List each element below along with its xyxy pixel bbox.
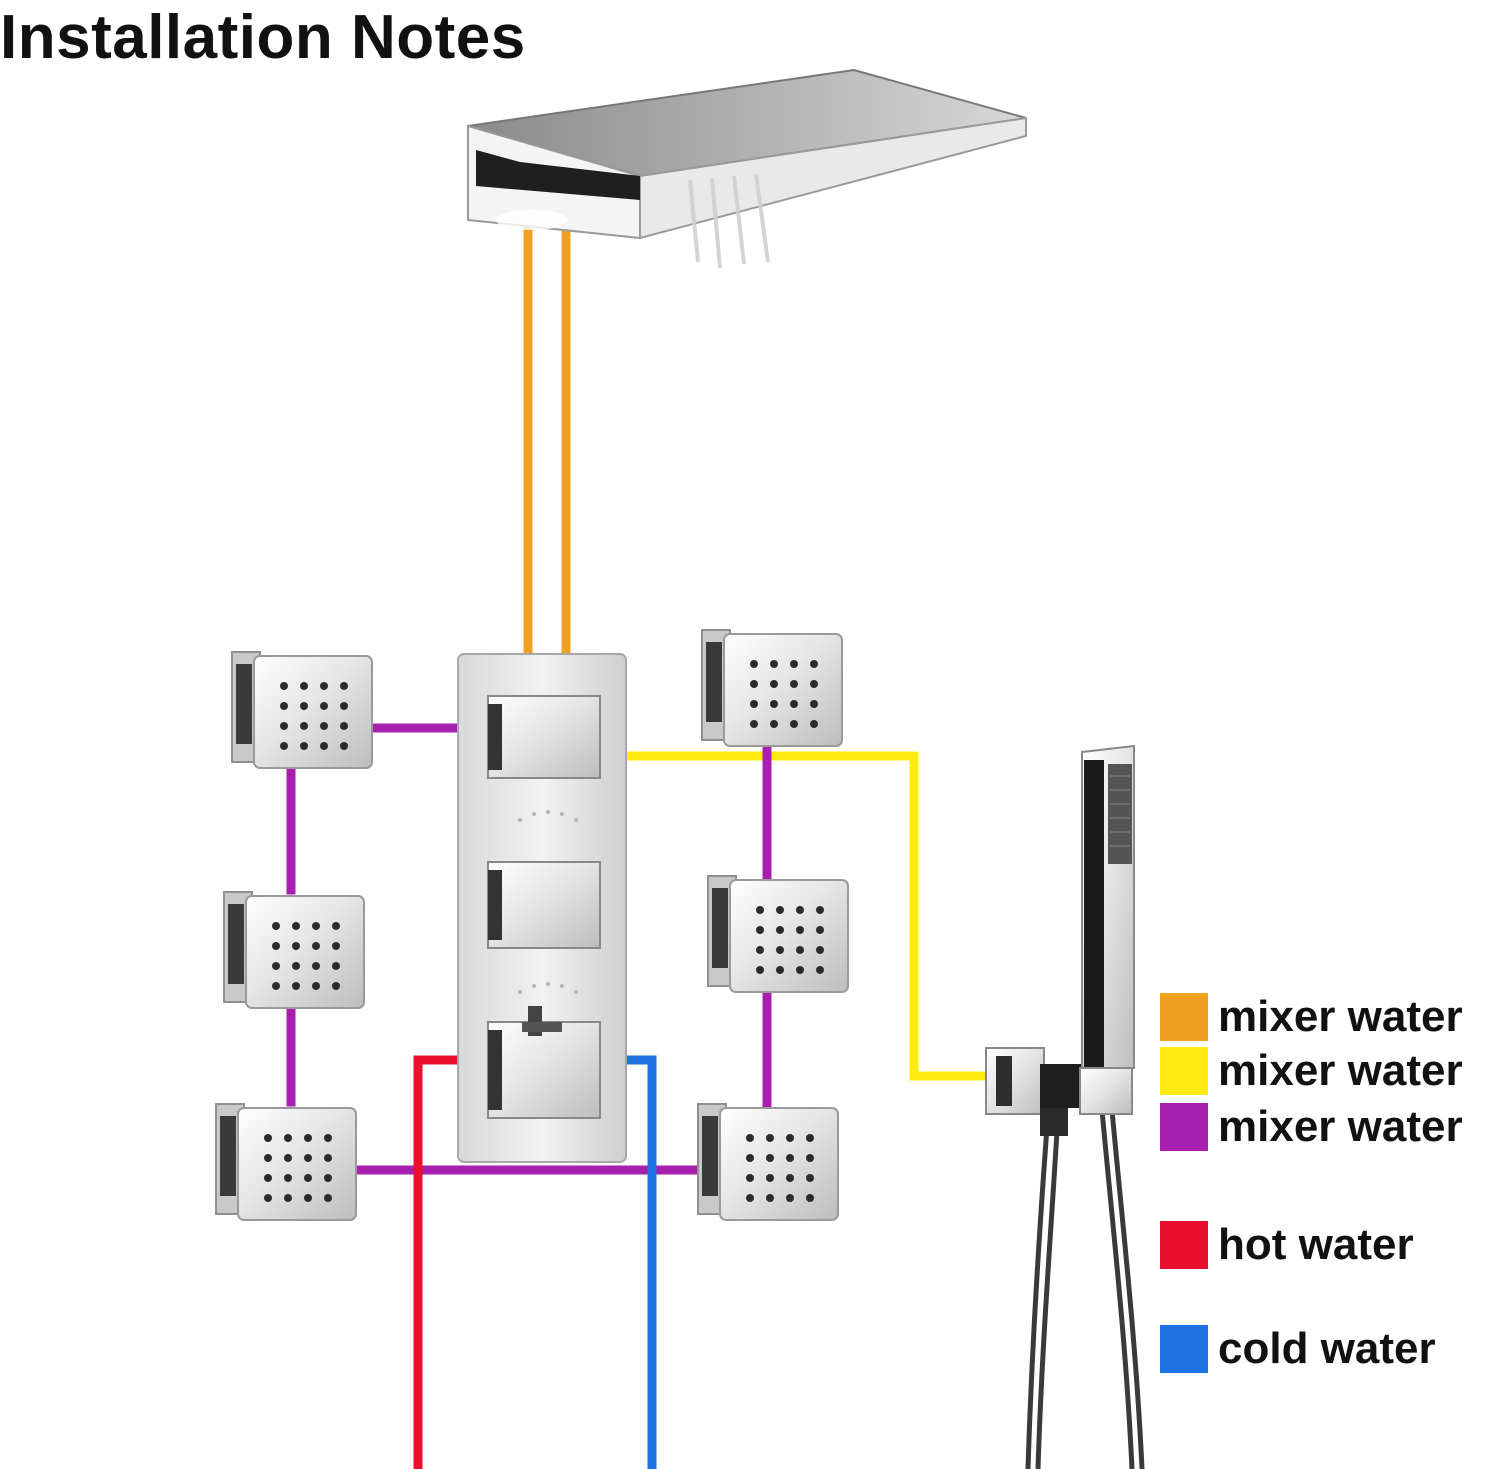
body-jet-icon xyxy=(701,629,843,747)
legend-swatch xyxy=(1160,1221,1208,1269)
rain-waterfall-shower-head-icon xyxy=(467,68,1027,269)
legend-item-mixer-yellow: mixer water xyxy=(1160,1046,1463,1096)
legend-swatch xyxy=(1160,1103,1208,1151)
shower-hose-icon xyxy=(1025,1109,1145,1469)
hand-shower-icon xyxy=(1079,744,1135,1115)
legend-label: mixer water xyxy=(1218,1102,1463,1151)
page-title: Installation Notes xyxy=(0,3,526,72)
pipes xyxy=(286,223,995,1469)
legend-swatch xyxy=(1160,1325,1208,1373)
legend-swatch xyxy=(1160,993,1208,1041)
body-jet-icon xyxy=(215,1103,357,1221)
legend-label: mixer water xyxy=(1218,1046,1463,1095)
legend-item-cold-water: cold water xyxy=(1160,1324,1436,1374)
pipe-cold-water xyxy=(621,1055,657,1469)
legend-label: mixer water xyxy=(1218,992,1463,1041)
legend-item-hot-water: hot water xyxy=(1160,1220,1414,1270)
legend-label: cold water xyxy=(1218,1324,1436,1373)
legend-item-mixer-orange: mixer water xyxy=(1160,992,1463,1042)
body-jet-icon xyxy=(707,875,849,993)
pipe-hot-water xyxy=(413,1055,463,1469)
body-jet-icon xyxy=(231,651,373,769)
body-jet-icon xyxy=(697,1103,839,1221)
body-jet-icon xyxy=(223,891,365,1009)
legend-item-mixer-purple: mixer water xyxy=(1160,1102,1463,1152)
legend-label: hot water xyxy=(1218,1220,1414,1269)
legend-swatch xyxy=(1160,1047,1208,1095)
thermostatic-valve-panel-icon xyxy=(457,653,627,1163)
